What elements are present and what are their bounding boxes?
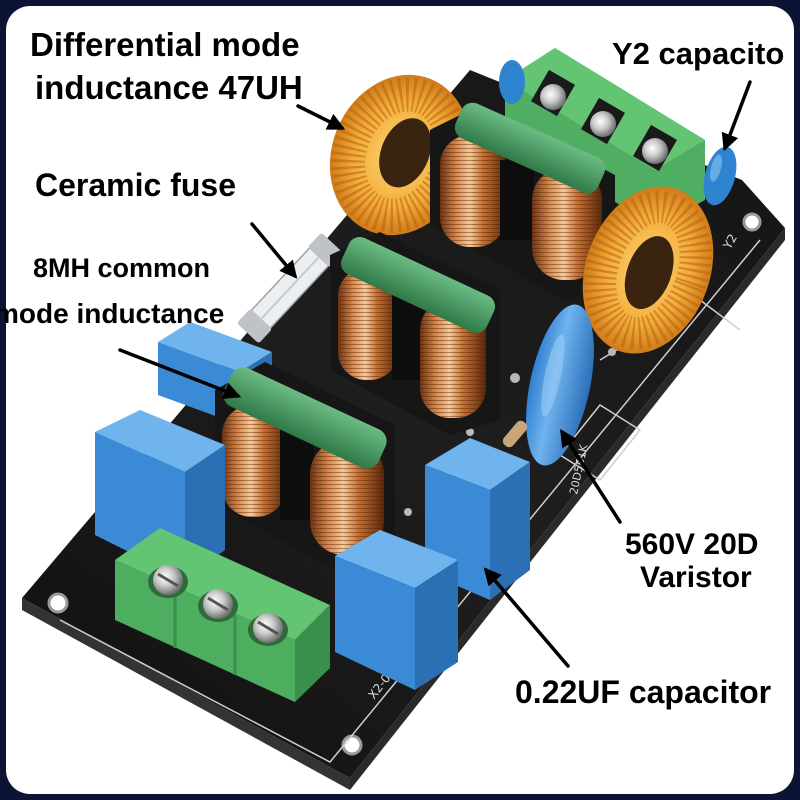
y2-capacitor-highlight xyxy=(709,154,723,182)
annotation-arrows xyxy=(118,80,752,668)
terminal-block-side xyxy=(295,605,330,702)
screw-slot xyxy=(157,572,179,588)
pcb-edge-long xyxy=(350,228,785,790)
terminal-block-top xyxy=(115,528,330,640)
copper-bobbin-turns xyxy=(338,268,398,380)
arrow-y2-capacitor xyxy=(721,80,752,152)
common-mode-choke-1 xyxy=(430,102,615,300)
copper-bobbin-turns xyxy=(532,168,602,280)
common-mode-choke-3 xyxy=(215,362,395,575)
label-common-mode-line-1: 8MH common xyxy=(33,253,211,283)
label-varistor-line-1: 560V 20D xyxy=(625,528,759,561)
arrow-ceramic-fuse xyxy=(250,222,298,279)
varistor-highlight xyxy=(541,334,565,417)
resistor xyxy=(502,420,528,448)
mounting-hole xyxy=(742,212,762,232)
top-terminal-block xyxy=(505,48,705,228)
copper-bobbin-turns xyxy=(310,440,384,555)
capacitor-side xyxy=(415,560,458,690)
choke-clip xyxy=(223,367,387,469)
y2-capacitor xyxy=(703,146,737,206)
screw-slot xyxy=(257,620,279,636)
copper-bobbin-turns xyxy=(222,405,286,517)
capacitor-top xyxy=(425,438,530,490)
mounting-hole xyxy=(47,592,69,614)
arrow-common-mode-inductor xyxy=(118,348,242,400)
label-ceramic-fuse: Ceramic fuse xyxy=(35,167,236,203)
bottom-terminal-block xyxy=(115,528,330,702)
silkscreen-outline xyxy=(59,239,761,763)
label-differential-mode-line-1: Differential mode xyxy=(30,26,300,63)
label-varistor-line-2: Varistor xyxy=(640,561,752,594)
screw-icon xyxy=(590,111,616,137)
label-common-mode-line-2: mode inductance xyxy=(0,298,225,329)
solder-pad xyxy=(404,508,412,516)
silkscreen-y2-marking: Y2 xyxy=(720,232,740,253)
capacitor-side xyxy=(490,462,530,600)
solder-pad xyxy=(466,428,474,436)
label-x2-capacitor: 0.22UF capacitor xyxy=(515,674,772,710)
varistor xyxy=(526,304,594,466)
varistor-disc xyxy=(526,304,594,466)
capacitor-front xyxy=(335,556,415,690)
fuse-element xyxy=(260,256,320,320)
label-y2-capacitor: Y2 capacito xyxy=(612,36,785,71)
solder-pad xyxy=(608,348,616,356)
capacitor-top xyxy=(95,410,225,472)
pcb-edge-short xyxy=(22,598,350,790)
choke-core xyxy=(500,160,534,240)
toroid-hole xyxy=(624,236,674,310)
x2-capacitor-d xyxy=(335,530,458,690)
arrow-varistor xyxy=(560,429,622,524)
arrow-x2-capacitor xyxy=(483,567,570,668)
screw-icon xyxy=(540,84,566,110)
choke-clip xyxy=(340,237,496,333)
screw-slot xyxy=(207,596,229,612)
toroid-hole xyxy=(379,118,432,188)
differential-mode-toroid-2 xyxy=(582,186,714,354)
solder-pad xyxy=(510,373,520,383)
capacitor-top xyxy=(335,530,458,588)
label-differential-mode-line-2: inductance 47UH xyxy=(35,69,303,106)
mounting-hole xyxy=(341,734,363,756)
copper-bobbin-turns xyxy=(440,135,506,247)
choke-clip xyxy=(454,102,606,194)
capacitor-top xyxy=(158,322,272,372)
y2-capacitor-small xyxy=(499,60,525,104)
arrow-differential-inductor xyxy=(296,104,346,130)
screw-icon xyxy=(642,138,668,164)
common-mode-choke-2 xyxy=(330,232,500,435)
fuse-cap xyxy=(237,309,272,343)
